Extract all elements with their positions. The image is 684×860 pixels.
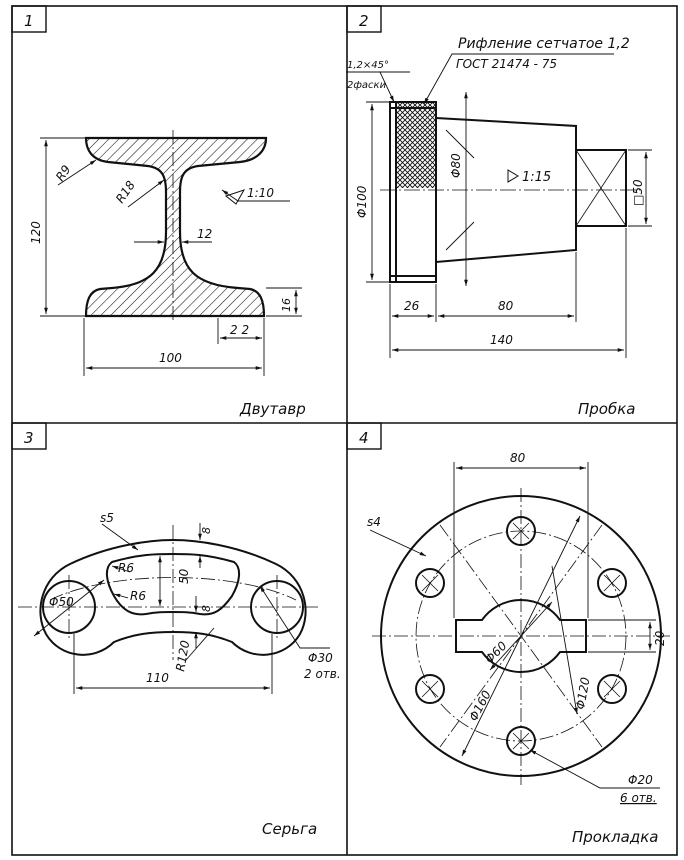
slope-symbol bbox=[224, 189, 246, 205]
shackle-h50-label: 50 bbox=[177, 568, 191, 584]
panel-3-number: 3 bbox=[24, 429, 34, 447]
ibeam-outline bbox=[84, 136, 268, 318]
ibeam-dimensions bbox=[40, 137, 302, 376]
shackle-h8-bottom-label: 8 bbox=[200, 605, 213, 612]
shackle-centerlines bbox=[18, 525, 318, 660]
ibeam-section bbox=[84, 130, 268, 322]
gasket-bolt-hole-6 bbox=[415, 568, 445, 598]
ibeam-width22-label: 2 2 bbox=[230, 323, 249, 337]
gasket-key20-label: 20 bbox=[653, 630, 667, 646]
gasket-d60-label: Φ60 bbox=[482, 638, 510, 666]
ibeam-slope-label: 1:10 bbox=[247, 186, 274, 200]
shackle-r120-label: R120 bbox=[173, 639, 192, 673]
plug-l140-label: 140 bbox=[490, 333, 513, 347]
panel-number-tabs bbox=[11, 5, 382, 450]
shackle-slot bbox=[106, 553, 240, 616]
gasket-bolt-hole-5 bbox=[415, 674, 445, 704]
plug-chamfer-count: 2фаски bbox=[347, 80, 387, 91]
plug-chamfer-label: 1,2×45° bbox=[347, 60, 389, 71]
panel-1-title: Двутавр bbox=[239, 400, 306, 418]
ibeam-width100-label: 100 bbox=[159, 351, 182, 365]
gasket-thickness-label: s4 bbox=[367, 515, 381, 529]
plug-square-label: □50 bbox=[631, 179, 645, 206]
gasket-bolt-hole-3 bbox=[597, 674, 627, 704]
gasket-d120-label: Φ120 bbox=[573, 676, 592, 711]
panel-2-number: 2 bbox=[359, 12, 369, 30]
shackle-d50-label: Φ50 bbox=[49, 595, 74, 609]
plug-l80-label: 80 bbox=[498, 299, 514, 313]
plug-body bbox=[389, 101, 627, 283]
shackle-thickness-label: s5 bbox=[100, 511, 114, 525]
plug-note-knurl: Рифление сетчатое 1,2 bbox=[458, 36, 630, 52]
plug-d100-label: Φ100 bbox=[355, 185, 369, 218]
shackle-r6-bottom-label: R6 bbox=[130, 589, 146, 603]
shackle-holes-label: 2 отв. bbox=[304, 667, 341, 681]
ibeam-r18-label: R18 bbox=[113, 178, 138, 206]
ibeam-height-label: 120 bbox=[29, 221, 43, 244]
panel-2-title: Пробка bbox=[578, 400, 635, 418]
plug-d80-label: Φ80 bbox=[449, 153, 463, 178]
ibeam-web-label: 12 bbox=[197, 227, 212, 241]
panel-4-number: 4 bbox=[359, 429, 369, 447]
plug-taper-label: 1:15 bbox=[522, 170, 551, 185]
plug-note-gost: ГОСТ 21474 - 75 bbox=[456, 57, 557, 71]
gasket-dimensions bbox=[369, 462, 660, 789]
shackle-h8-top-label: 8 bbox=[200, 527, 213, 534]
panel-3-title: Серьга bbox=[262, 820, 317, 838]
gasket-w80-label: 80 bbox=[510, 451, 526, 465]
shackle-l110-label: 110 bbox=[146, 671, 169, 685]
panel-4-title: Прокладка bbox=[572, 828, 658, 846]
plug-dimensions bbox=[346, 53, 652, 358]
shackle-r6-top-label: R6 bbox=[118, 561, 134, 575]
ibeam-r9-label: R9 bbox=[53, 163, 74, 184]
shackle-d30-label: Φ30 bbox=[308, 651, 333, 665]
shackle-dimensions bbox=[33, 523, 330, 694]
panel-1-number: 1 bbox=[24, 12, 34, 30]
gasket-holes-label: 6 отв. bbox=[620, 791, 657, 805]
gasket-bolt-hole-2 bbox=[597, 568, 627, 598]
shackle-outline bbox=[39, 538, 307, 656]
gasket-d20-label: Φ20 bbox=[628, 773, 653, 787]
plug-l26-label: 26 bbox=[404, 299, 420, 313]
ibeam-flange-label: 16 bbox=[280, 298, 293, 312]
taper-symbol bbox=[507, 169, 519, 183]
sheet-frame bbox=[11, 5, 678, 856]
plug-square-end bbox=[575, 149, 627, 227]
